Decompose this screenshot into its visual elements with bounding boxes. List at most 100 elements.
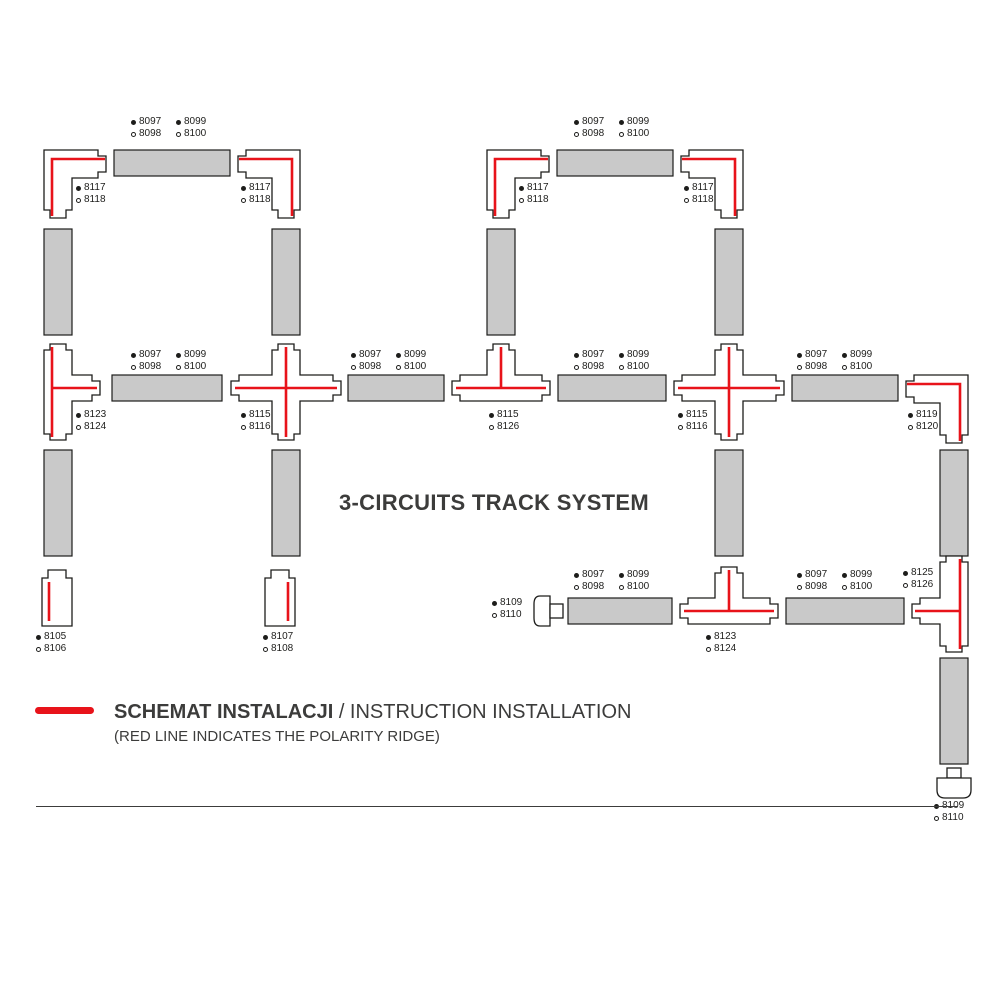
part-number-row: 8107 (263, 631, 293, 643)
part-number-row: 8125 (903, 567, 933, 579)
open-circle-icon (684, 197, 689, 203)
polarity-line (239, 157, 294, 216)
open-circle-icon (489, 424, 494, 430)
part-number-row: 8099 (619, 116, 649, 128)
polarity-line (235, 347, 337, 437)
filled-circle-icon (489, 412, 494, 418)
x-connector-2 (673, 343, 785, 441)
part-number: 8099 (627, 349, 650, 360)
end-cap-8107 (264, 569, 296, 627)
part-number: 8109 (942, 800, 965, 811)
part-number-row: 8098 (351, 361, 381, 373)
straight-track-segment (271, 449, 301, 557)
connector-body (486, 149, 550, 219)
bottom-divider (36, 806, 958, 807)
part-number: 8105 (44, 631, 67, 642)
open-circle-icon (396, 364, 401, 370)
part-number: 8106 (44, 643, 67, 654)
part-number: 8097 (359, 349, 382, 360)
filled-circle-icon (706, 634, 711, 640)
part-number: 8097 (582, 349, 605, 360)
open-circle-icon (241, 424, 246, 430)
connector-body (43, 343, 101, 441)
part-number-row: 8099 (396, 349, 426, 361)
open-circle-icon (351, 364, 356, 370)
part-number-row: 8117 (241, 182, 271, 194)
filled-circle-icon (76, 412, 81, 418)
part-number: 8124 (714, 643, 737, 654)
part-number: 8123 (84, 409, 107, 420)
polarity-line (50, 347, 97, 437)
polarity-line (493, 157, 548, 216)
part-number: 8099 (184, 116, 207, 127)
part-number-row: 8098 (574, 361, 604, 373)
part-number: 8097 (805, 349, 828, 360)
filled-circle-icon (351, 352, 356, 358)
part-number-row: 8097 (351, 349, 381, 361)
filled-circle-icon (903, 570, 908, 576)
connector-body (43, 149, 107, 219)
part-number: 8098 (139, 361, 162, 372)
open-circle-icon (76, 197, 81, 203)
open-circle-icon (574, 131, 579, 137)
legend: SCHEMAT INSTALACJI / INSTRUCTION INSTALL… (33, 700, 793, 752)
part-number: 8097 (805, 569, 828, 580)
open-circle-icon (842, 584, 847, 590)
t-connector-middle (451, 343, 551, 402)
part-number: 8100 (184, 361, 207, 372)
end-cap-8105 (41, 569, 73, 627)
part-number-row: 8098 (574, 128, 604, 140)
part-number-row: 8098 (131, 361, 161, 373)
straight-track-segment (556, 149, 674, 177)
polarity-line (456, 347, 546, 390)
part-number: 8108 (271, 643, 294, 654)
connector-stem (549, 603, 564, 619)
straight-track-segment (939, 657, 969, 765)
part-number-row: 8100 (619, 128, 649, 140)
part-number-row: 8100 (176, 128, 206, 140)
part-number: 8123 (714, 631, 737, 642)
part-number-row: 8115 (489, 409, 519, 421)
open-circle-icon (619, 364, 624, 370)
connector-body (936, 777, 972, 799)
filled-circle-icon (396, 352, 401, 358)
part-number: 8098 (805, 581, 828, 592)
end-cap-8109-side (533, 595, 564, 627)
part-number: 8098 (582, 128, 605, 139)
polarity-line (915, 559, 962, 649)
filled-circle-icon (797, 572, 802, 578)
filled-circle-icon (176, 352, 181, 358)
part-number-row: 8100 (619, 361, 649, 373)
part-number: 8100 (850, 581, 873, 592)
part-number: 8097 (139, 349, 162, 360)
part-number-row: 8099 (619, 569, 649, 581)
part-number: 8126 (911, 579, 934, 590)
part-number: 8099 (627, 569, 650, 580)
part-number: 8100 (184, 128, 207, 139)
filled-circle-icon (619, 572, 624, 578)
part-number-row: 8124 (76, 421, 106, 433)
part-number-row: 8105 (36, 631, 66, 643)
filled-circle-icon (76, 185, 81, 191)
t-connector-bottom (679, 566, 779, 625)
part-number: 8118 (527, 194, 549, 205)
part-number-row: 8099 (842, 569, 872, 581)
part-number-row: 8108 (263, 643, 293, 655)
polarity-line (682, 157, 737, 216)
open-circle-icon (131, 131, 136, 137)
diagram-title: 3-CIRCUITS TRACK SYSTEM (339, 490, 650, 515)
part-number-row: 8100 (842, 581, 872, 593)
straight-track-segment (714, 228, 744, 336)
connector-body (905, 374, 969, 444)
part-number-row: 8117 (684, 182, 714, 194)
part-number-row: 8106 (36, 643, 66, 655)
